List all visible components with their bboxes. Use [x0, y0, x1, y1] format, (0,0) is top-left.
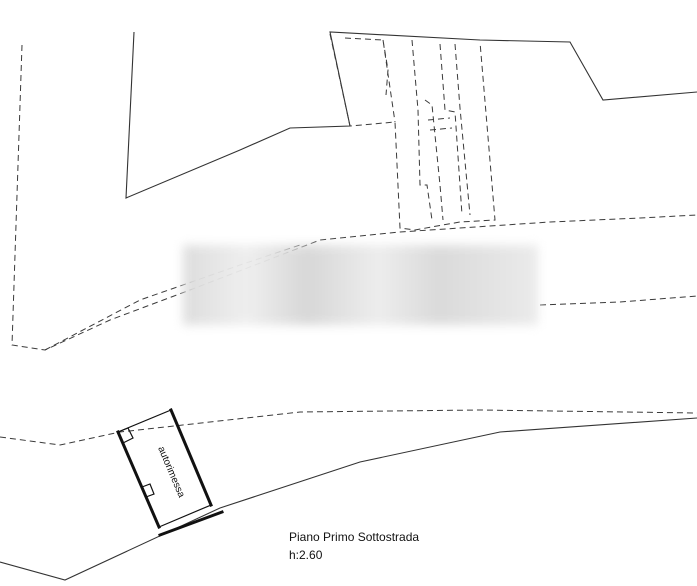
boundary-right-dashed: [539, 295, 697, 306]
building-outline-dashed: [329, 33, 496, 231]
floor-caption: Piano Primo Sottostrada h:2.60: [289, 528, 419, 564]
floor-name: Piano Primo Sottostrada: [289, 530, 420, 544]
floor-height: h:2.60: [289, 548, 323, 562]
property-line-top: [125, 31, 697, 199]
garage-room: [116, 408, 224, 537]
redacted-region: [183, 245, 538, 325]
room-label-garage: autorimessa: [155, 445, 187, 500]
road-line-bottom: [0, 417, 697, 581]
lower-boundary-dashed: [0, 409, 697, 446]
